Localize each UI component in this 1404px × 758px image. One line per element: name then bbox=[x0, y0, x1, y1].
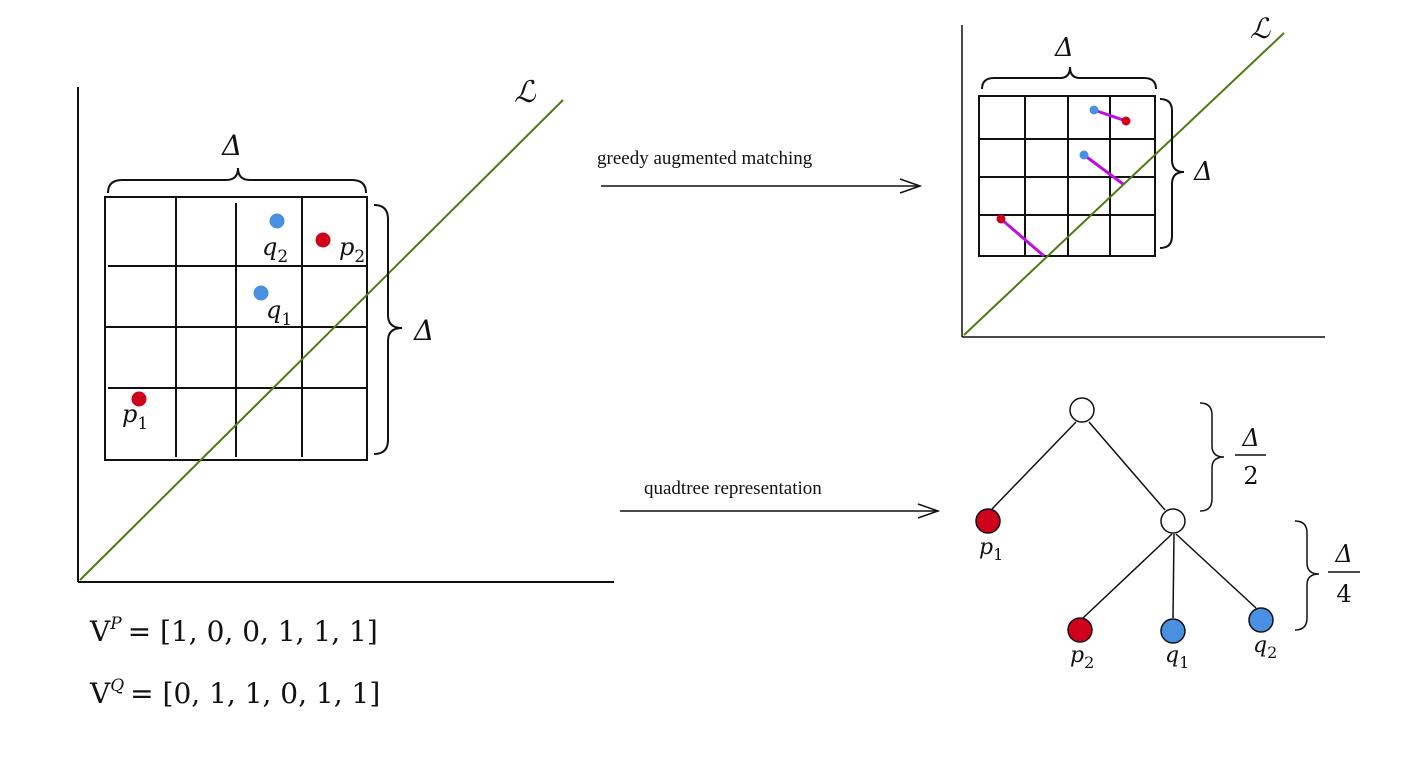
matching-right-brace bbox=[1159, 98, 1185, 249]
matching-point-q1 bbox=[1079, 150, 1089, 160]
label-q1: q1 bbox=[266, 296, 292, 330]
quadtree-arrow: quadtree representation bbox=[620, 478, 941, 519]
tree-leaf-q1 bbox=[1160, 618, 1186, 644]
tree-root-node bbox=[1069, 397, 1095, 423]
matching-arrow-head bbox=[899, 178, 923, 194]
point-p2 bbox=[315, 232, 331, 248]
label-p2-base: p bbox=[339, 233, 354, 261]
tree-edge-root-p1 bbox=[991, 421, 1077, 510]
vector-p-sup: P bbox=[109, 614, 122, 634]
point-q1 bbox=[253, 285, 269, 301]
label-p1-sub: 1 bbox=[137, 414, 148, 434]
tree-frac-1-num: Δ bbox=[1241, 424, 1259, 452]
matching-diagonal-line bbox=[963, 32, 1285, 336]
vector-p: VP = [1, 0, 0, 1, 1, 1] bbox=[89, 614, 378, 648]
tree-brace-level-1 bbox=[1199, 402, 1225, 512]
tree-label-q2-base: q bbox=[1253, 633, 1267, 658]
matching-plot: ℒ Δ Δ bbox=[961, 12, 1325, 338]
main-diagonal-label: ℒ bbox=[514, 75, 537, 110]
label-q2-base: q bbox=[262, 233, 277, 261]
tree-frac-1-den: 2 bbox=[1243, 462, 1258, 490]
label-p2: p2 bbox=[339, 233, 365, 267]
tree-frac-2-num: Δ bbox=[1334, 540, 1352, 568]
matching-point-p1 bbox=[996, 214, 1006, 224]
tree-edge-node-p2 bbox=[1082, 533, 1173, 619]
point-p1 bbox=[131, 391, 147, 407]
tree-frac-2-den: 4 bbox=[1336, 580, 1351, 608]
vector-q: VQ = [0, 1, 1, 0, 1, 1] bbox=[89, 676, 380, 710]
matching-arrow: greedy augmented matching bbox=[597, 148, 923, 194]
main-top-brace bbox=[107, 167, 367, 194]
vector-q-sup: Q bbox=[110, 676, 124, 696]
tree-label-p1-sub: 1 bbox=[993, 545, 1003, 564]
main-grid bbox=[104, 196, 368, 461]
main-diagonal-line bbox=[79, 99, 564, 581]
tree-label-p2-sub: 2 bbox=[1084, 653, 1094, 672]
label-q1-sub: 1 bbox=[281, 310, 292, 330]
tree-edge-node-q1 bbox=[1172, 533, 1175, 619]
tree-edge-root-node bbox=[1088, 421, 1166, 511]
quadtree: p1 p2 q1 q2 Δ 2 Δ 4 bbox=[975, 397, 1360, 672]
label-q1-base: q bbox=[266, 296, 281, 324]
tree-inner-node bbox=[1160, 508, 1186, 534]
main-top-delta: Δ bbox=[221, 129, 242, 162]
tree-label-q1: q1 bbox=[1165, 643, 1189, 672]
tree-label-p2-base: p bbox=[1070, 643, 1084, 668]
vector-p-value: = [1, 0, 0, 1, 1, 1] bbox=[128, 615, 378, 648]
tree-label-p1: p1 bbox=[979, 535, 1003, 564]
matching-top-delta: Δ bbox=[1054, 33, 1074, 63]
tree-leaf-p1 bbox=[975, 508, 1001, 534]
tree-label-q1-sub: 1 bbox=[1179, 653, 1189, 672]
match-edge-3 bbox=[1000, 217, 1045, 258]
tree-leaf-p2 bbox=[1067, 617, 1093, 643]
tree-label-p2: p2 bbox=[1070, 643, 1094, 672]
quadtree-arrow-head bbox=[917, 503, 941, 519]
vector-q-value: = [0, 1, 1, 0, 1, 1] bbox=[130, 677, 380, 710]
main-grid-border bbox=[104, 196, 368, 461]
label-q2-sub: 2 bbox=[277, 247, 288, 267]
main-plot: ℒ Δ Δ q2 p2 q1 p1 bbox=[77, 75, 614, 583]
tree-label-q1-base: q bbox=[1165, 643, 1179, 668]
matching-right-delta: Δ bbox=[1193, 157, 1213, 187]
matching-point-p2 bbox=[1121, 116, 1131, 126]
tree-edge-node-q2 bbox=[1175, 533, 1257, 609]
main-right-brace bbox=[373, 204, 403, 455]
tree-label-q2: q2 bbox=[1253, 633, 1277, 662]
label-p1: p1 bbox=[122, 400, 148, 434]
tree-label-q2-sub: 2 bbox=[1267, 643, 1277, 662]
match-edge-2 bbox=[1083, 153, 1124, 186]
matching-top-brace bbox=[981, 66, 1157, 90]
label-p1-base: p bbox=[122, 400, 137, 428]
quadtree-arrow-label: quadtree representation bbox=[644, 478, 822, 499]
label-q2: q2 bbox=[262, 233, 288, 267]
vector-p-base: V bbox=[89, 615, 111, 648]
point-q2 bbox=[269, 213, 285, 229]
tree-leaf-q2 bbox=[1248, 607, 1274, 633]
tree-brace-level-2 bbox=[1294, 520, 1320, 631]
vectors: VP= [1, 0, 0, 1, 1, 1] VQ= [0, 1, 1, 0, … bbox=[89, 614, 380, 710]
vector-q-base: V bbox=[89, 677, 111, 710]
matching-arrow-label: greedy augmented matching bbox=[597, 148, 813, 169]
matching-point-q2 bbox=[1089, 105, 1099, 115]
quadtree-edges bbox=[991, 421, 1257, 619]
matching-diagonal-label: ℒ bbox=[1250, 12, 1271, 45]
main-right-delta: Δ bbox=[413, 314, 434, 347]
matching-grid bbox=[978, 95, 1156, 257]
match-edge-1 bbox=[1093, 108, 1127, 123]
tree-label-p1-base: p bbox=[979, 535, 993, 560]
label-p2-sub: 2 bbox=[354, 247, 365, 267]
